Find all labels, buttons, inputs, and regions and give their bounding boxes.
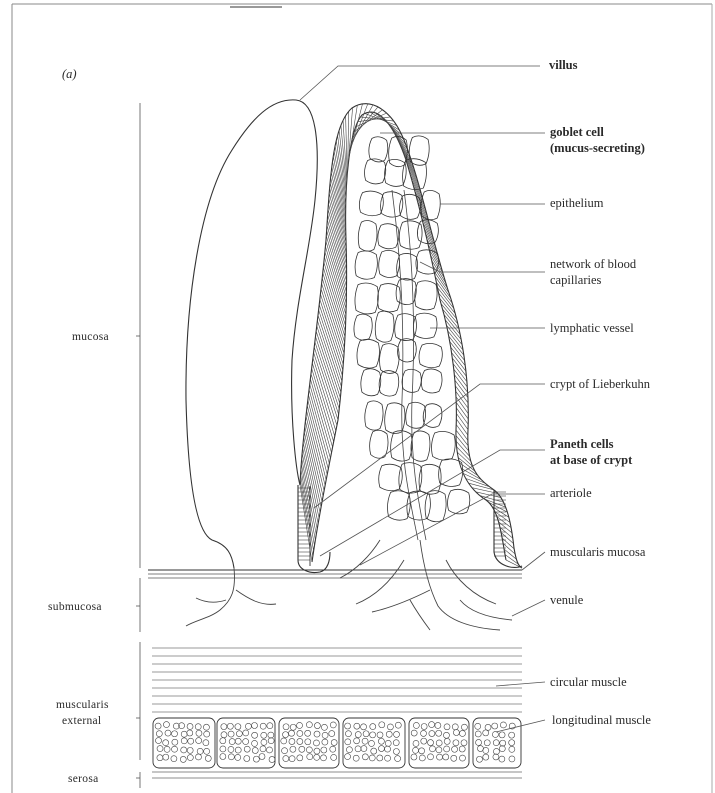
label-crypt: crypt of Lieberkuhn bbox=[550, 377, 651, 391]
epithelium-cells bbox=[300, 104, 522, 568]
serosa-layer bbox=[152, 772, 522, 778]
crypt-cells bbox=[298, 486, 506, 566]
muscularis-mucosa-band bbox=[148, 570, 522, 578]
label-paneth-1: Paneth cells bbox=[550, 437, 614, 451]
panel-label: (a) bbox=[62, 67, 77, 81]
label-capillaries-2: capillaries bbox=[550, 273, 601, 287]
crypt-of-lieberkuhn bbox=[298, 485, 330, 573]
label-mucosa: mucosa bbox=[72, 331, 109, 343]
label-circular-muscle: circular muscle bbox=[550, 675, 627, 689]
label-goblet-cell: goblet cell bbox=[550, 125, 604, 139]
label-muscularis-external-2: external bbox=[62, 715, 101, 727]
label-paneth-2: at base of crypt bbox=[550, 453, 633, 467]
circular-muscle-layer bbox=[152, 648, 522, 712]
leader-lines bbox=[136, 66, 545, 778]
label-arteriole: arteriole bbox=[550, 486, 592, 500]
detailed-villus bbox=[298, 104, 522, 573]
lymphatic-lacteal bbox=[392, 190, 418, 540]
label-capillaries-1: network of blood bbox=[550, 257, 637, 271]
submucosa-vessels bbox=[186, 540, 512, 630]
label-serosa: serosa bbox=[68, 773, 99, 785]
label-venule: venule bbox=[550, 593, 584, 607]
longitudinal-muscle-layer bbox=[153, 718, 521, 768]
label-villus: villus bbox=[549, 58, 578, 72]
label-submucosa: submucosa bbox=[48, 601, 102, 613]
label-lymphatic-vessel: lymphatic vessel bbox=[550, 321, 634, 335]
label-muscularis-mucosa: muscularis mucosa bbox=[550, 545, 646, 559]
label-longitudinal-muscle: longitudinal muscle bbox=[552, 713, 651, 727]
label-epithelium: epithelium bbox=[550, 196, 604, 210]
label-goblet-cell-note: (mucus-secreting) bbox=[550, 141, 645, 155]
label-muscularis-external-1: muscularis bbox=[56, 699, 109, 711]
